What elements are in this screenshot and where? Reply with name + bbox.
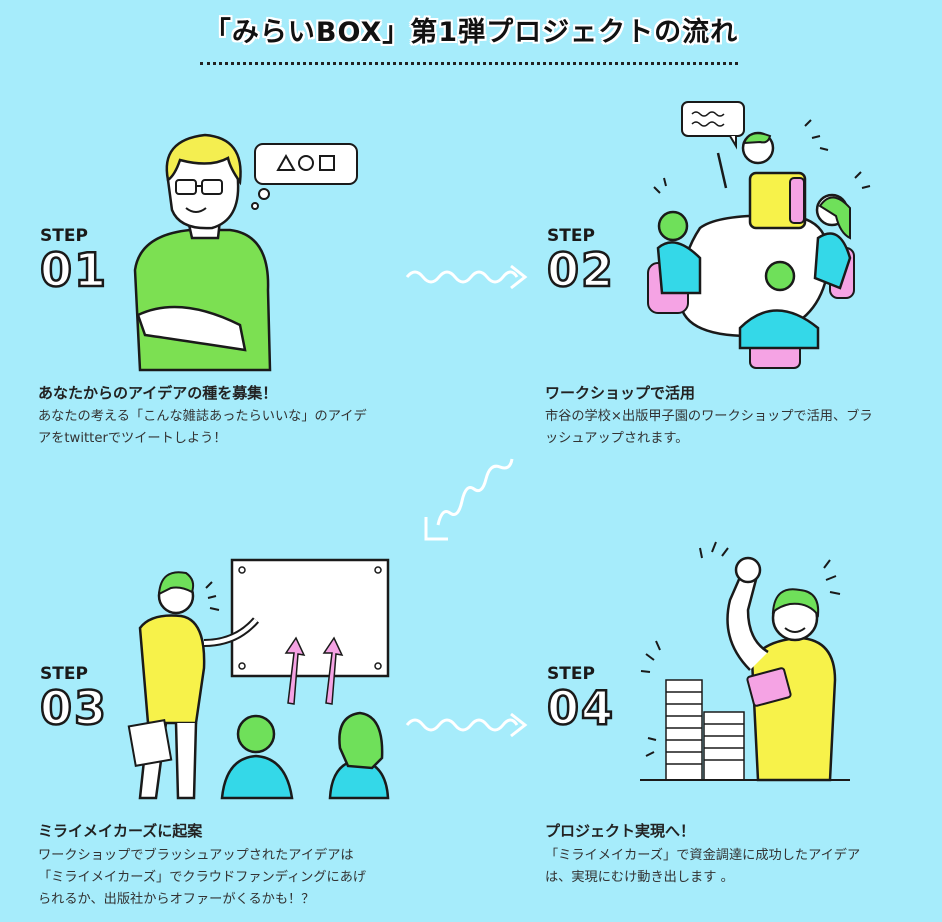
wavy-arrow-right-icon [405,712,528,738]
body-line: られるか、出版社からオファーがくるかも！？ [38,892,315,907]
step-03-illustration-presentation [127,558,390,800]
step-01-illustration-man-thinking [133,133,358,372]
step-02-illustration-workshop [647,101,871,369]
step-03-body: ワークショップでブラッシュアップされたアイデアは 「ミライメイカーズ」でクラウド… [38,845,408,911]
step-label-text: STEP [40,226,88,246]
body-line: 「ミライメイカーズ」で資金調達に成功したアイデア [545,848,861,863]
wavy-arrow-down-left-icon [424,458,514,541]
step-02-label: STEP 02 [546,226,616,297]
step-number: 02 [546,243,616,297]
body-line: は、実現にむけ動き出します 。 [545,870,734,885]
step-02-body: 市谷の学校×出版甲子園のワークショップで活用、ブラ ッシュアップされます。 [545,406,905,450]
step-number: 01 [39,243,109,297]
step-02-heading: ワークショップで活用 [545,384,696,402]
step-01-label: STEP 01 [39,226,109,297]
body-line: アをtwitterでツイートしよう！ [38,431,227,446]
step-04-body: 「ミライメイカーズ」で資金調達に成功したアイデア は、実現にむけ動き出します 。 [545,845,915,889]
step-04-heading: プロジェクト実現へ！ [545,822,696,840]
step-04-label: STEP 04 [546,664,616,735]
title-dotted-divider [200,62,738,65]
step-number: 03 [39,681,109,735]
step-03-label: STEP 03 [39,664,109,735]
step-label-text: STEP [547,664,595,684]
body-line: ッシュアップされます。 [545,431,689,446]
step-04-illustration-success [640,541,850,782]
step-01-body: あなたの考える「こんな雑誌あったらいいな」のアイデ アをtwitterでツイート… [38,406,398,450]
body-line: ワークショップでブラッシュアップされたアイデアは [38,848,354,863]
step-label-text: STEP [547,226,595,246]
wavy-arrow-right-icon [405,264,528,290]
step-03-heading: ミライメイカーズに起案 [38,822,203,840]
body-line: 「ミライメイカーズ」でクラウドファンディングにあげ [38,870,367,885]
body-line: 市谷の学校×出版甲子園のワークショップで活用、ブラ [545,409,873,424]
step-label-text: STEP [40,664,88,684]
step-number: 04 [546,681,616,735]
body-line: あなたの考える「こんな雑誌あったらいいな」のアイデ [38,409,367,424]
step-01-heading: あなたからのアイデアの種を募集！ [38,384,278,402]
page-title: 「みらいBOX」第1弾プロジェクトの流れ [203,17,739,48]
